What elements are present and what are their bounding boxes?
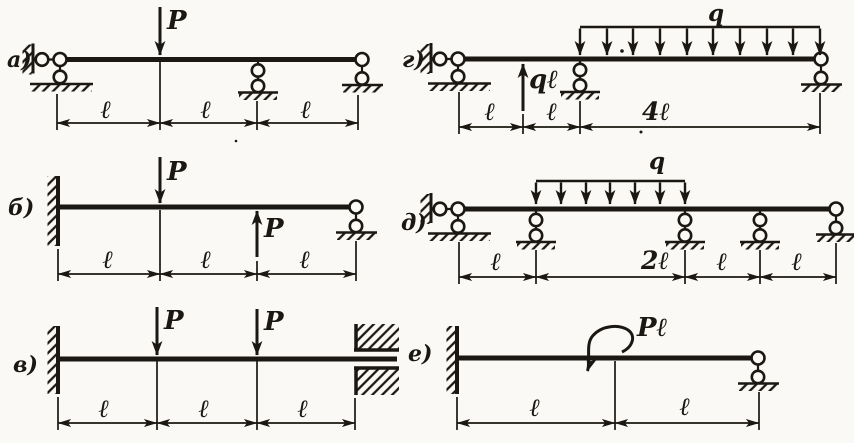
- diagram-e: е) Pℓ ℓ ℓ: [408, 313, 781, 430]
- diagram-b: б) P P ℓ ℓ ℓ: [8, 157, 379, 281]
- scan-speck: [639, 130, 643, 134]
- force-label: P: [263, 307, 285, 337]
- wall-hatch: [446, 326, 456, 394]
- dimension-label: ℓ: [201, 245, 212, 274]
- scan-speck: [620, 49, 624, 53]
- dimension-label: ℓ: [101, 95, 112, 124]
- slot-wall-lower-hatch: [357, 368, 399, 395]
- pinned-support: [419, 41, 493, 93]
- moment-label: Pℓ: [636, 313, 668, 343]
- roller-support: [738, 210, 782, 251]
- roller-support: [514, 210, 558, 251]
- dimension-label: ℓ: [717, 247, 728, 276]
- force-label: P: [166, 6, 188, 36]
- scan-speck: [234, 139, 238, 143]
- dimension-label: ℓ: [491, 247, 502, 276]
- roller-support: [558, 60, 602, 101]
- dimension-label: ℓ: [201, 95, 212, 124]
- wall-hatch: [47, 326, 57, 394]
- roller-support: [236, 60, 280, 102]
- force-label: P: [163, 306, 185, 336]
- force-label: qℓ: [529, 65, 558, 95]
- force-label: P: [263, 214, 285, 244]
- roller-support: [663, 210, 707, 251]
- dimension-label: ℓ: [547, 97, 558, 126]
- dimension-label: ℓ: [530, 393, 541, 422]
- diagram-v: в) P P ℓ ℓ ℓ: [13, 306, 399, 430]
- pinned-support: [21, 42, 95, 93]
- diagram-d: д) q ℓ 2ℓ ℓ ℓ: [401, 148, 854, 284]
- diagram-g-label: г): [402, 47, 425, 73]
- diagram-a: а) P ℓ ℓ ℓ: [7, 6, 385, 130]
- force-label: P: [166, 157, 188, 187]
- diagram-b-label: б): [8, 195, 34, 221]
- dimension-label: ℓ: [485, 97, 496, 126]
- diagram-v-label: в): [13, 352, 38, 378]
- diagram-e-label: е): [408, 341, 432, 367]
- dimension-label: ℓ: [103, 245, 114, 274]
- pinned-support: [419, 191, 493, 243]
- dimension-label: ℓ: [298, 394, 309, 423]
- dimension-label: 2ℓ: [640, 246, 669, 275]
- slot-wall-upper-hatch: [357, 324, 399, 350]
- diagram-g: г) qℓ q ℓ ℓ 4ℓ: [402, 0, 844, 134]
- dimension-label: ℓ: [199, 394, 210, 423]
- load-label: q: [708, 0, 724, 27]
- dimension-label: 4ℓ: [642, 97, 670, 126]
- moment-arrow: [586, 324, 635, 372]
- dimension-label: ℓ: [300, 245, 311, 274]
- dimension-label: ℓ: [99, 394, 110, 423]
- dimension-label: ℓ: [680, 392, 691, 421]
- dimension-label: ℓ: [792, 247, 803, 276]
- wall-hatch: [47, 176, 57, 246]
- load-label: q: [649, 148, 665, 175]
- dimension-label: ℓ: [301, 95, 312, 124]
